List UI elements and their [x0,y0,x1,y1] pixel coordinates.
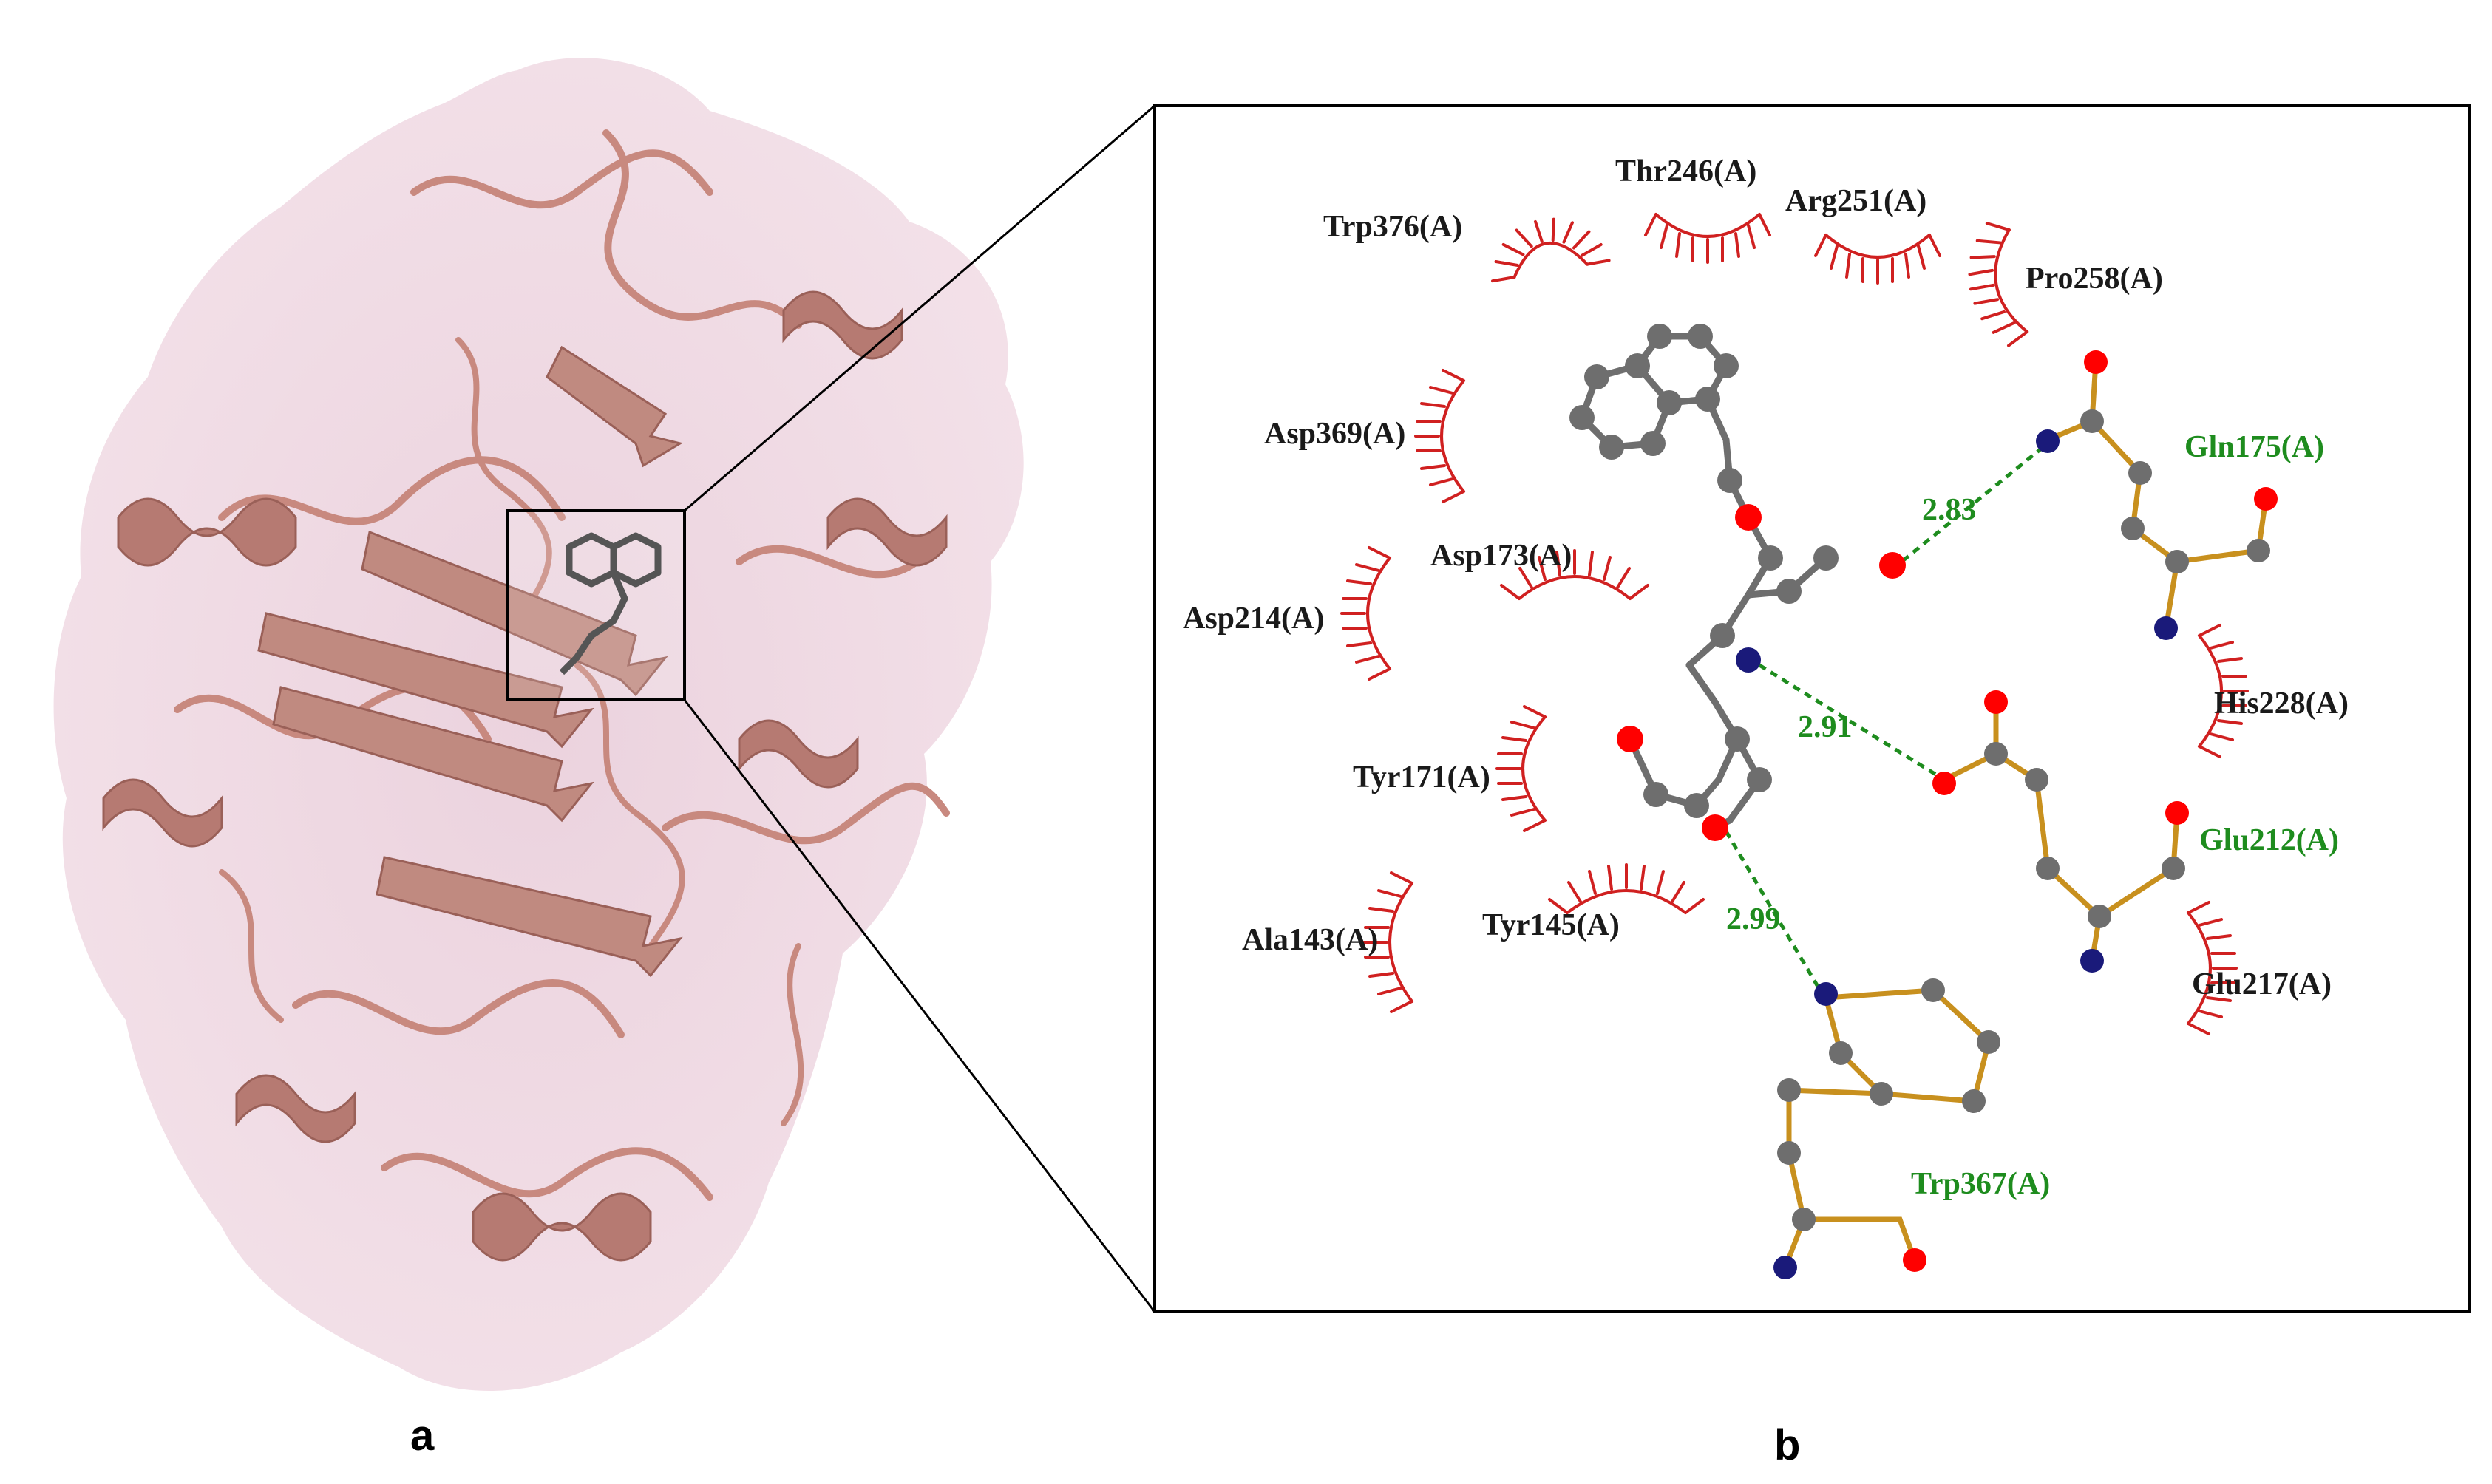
residue-label-trp376: Trp376(A) [1323,210,1462,244]
residue-label-asp369: Asp369(A) [1264,417,1405,451]
hbond-residue-labels: Gln175(A) Glu212(A) Trp367(A) [1911,430,2339,1201]
nitrogen-atoms [1736,429,2178,1279]
distance-label-3: 2.99 [1726,902,1781,936]
arc-asp214 [1340,546,1391,681]
residue-label-tyr171: Tyr171(A) [1353,760,1490,794]
residue-label-his228: His228(A) [2214,687,2349,721]
protein-sheets [257,345,683,978]
interaction-panel-frame [1153,104,2471,1313]
carbon-atoms [1569,324,2270,1231]
panel-label-a: a [410,1412,435,1460]
distance-label-1: 2.83 [1922,493,1977,527]
arc-arg251 [1814,234,1941,285]
residue-label-thr246: Thr246(A) [1615,154,1756,188]
panel-label-b: b [1774,1421,1800,1469]
arc-his228 [2198,624,2249,758]
residue-label-pro258: Pro258(A) [2026,262,2163,296]
hydrophobic-arcs [1340,213,2249,1035]
atoms [1569,324,2278,1279]
residue-label-trp367: Trp367(A) [1911,1167,2050,1201]
panel-a [53,58,1156,1392]
zoom-line-top [684,104,1155,512]
arc-ala143 [1362,871,1413,1013]
residue-label-tyr145: Tyr145(A) [1482,908,1620,942]
hydrophobic-residue-labels: Trp376(A) Thr246(A) Arg251(A) Pro258(A) … [1183,154,2349,1001]
protein-helices [102,290,948,1262]
arc-asp369 [1414,369,1465,503]
residue-label-glu212: Glu212(A) [2199,823,2339,857]
arc-tyr145 [1548,863,1705,914]
residue-label-gln175: Gln175(A) [2184,430,2324,464]
residue-label-ala143: Ala143(A) [1242,923,1378,957]
residue-label-asp214: Asp214(A) [1183,602,1324,636]
residue-label-arg251: Arg251(A) [1785,184,1926,218]
arc-pro258 [1968,222,2029,347]
arc-thr246 [1644,213,1771,264]
oxygen-atoms [1617,350,2278,1272]
arc-asp173 [1500,549,1649,600]
hydrogen-bonds [1724,442,2049,995]
arc-tyr171 [1495,705,1547,832]
distance-label-2: 2.91 [1798,710,1853,744]
arc-glu217 [2187,901,2238,1035]
bound-ligand-thumbnail [559,532,662,675]
arc-trp376 [1491,217,1611,283]
hbond-distance-labels: 2.83 2.91 2.99 [1726,493,1977,936]
residue-label-asp173: Asp173(A) [1430,539,1572,573]
zoom-line-bottom [683,699,1156,1313]
residue-label-glu217: Glu217(A) [2192,967,2332,1001]
